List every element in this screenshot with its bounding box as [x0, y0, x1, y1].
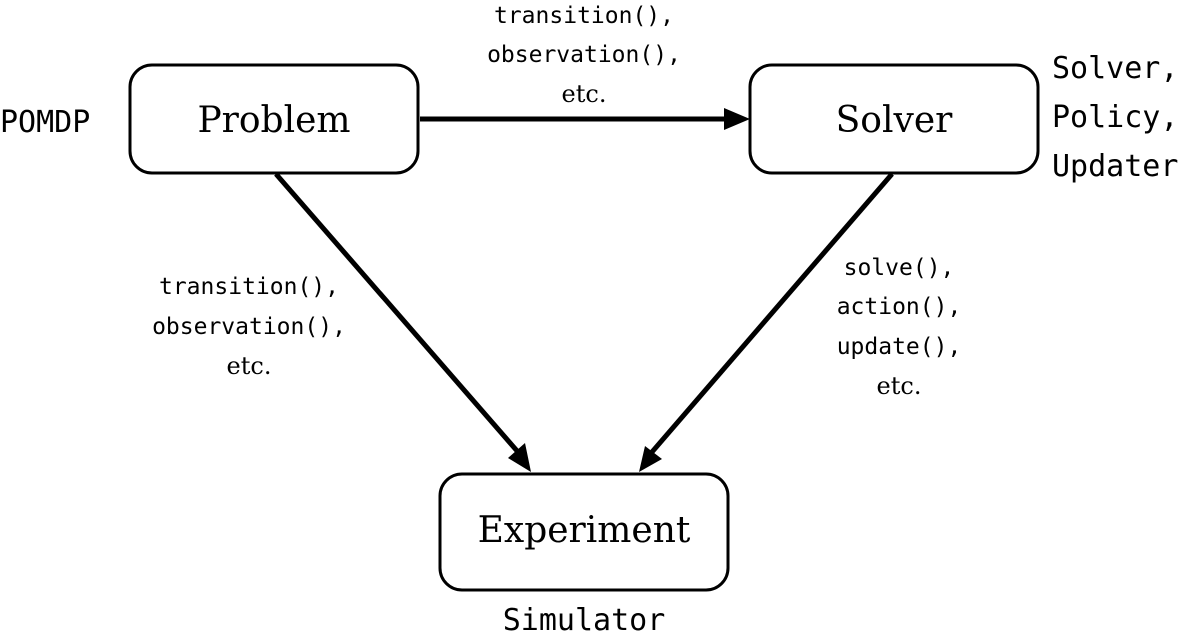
edge-label-problem-to-solver: transition(), observation(), etc. — [487, 3, 681, 108]
edge-label-line: etc. — [877, 372, 922, 400]
edge-label-line: transition(), — [159, 274, 339, 300]
node-label: Solver — [836, 100, 953, 141]
edge-label-solver-to-experiment: solve(), action(), update(), etc. — [837, 255, 962, 400]
solver-side-label-line: Updater — [1052, 149, 1178, 184]
solver-side-label-line: Solver, — [1052, 51, 1178, 86]
edge-line — [274, 172, 520, 454]
arrow-head — [639, 446, 662, 472]
node-experiment: Experiment — [438, 472, 730, 592]
edge-label-problem-to-experiment: transition(), observation(), etc. — [152, 274, 346, 380]
edge-solver-to-experiment — [639, 172, 894, 472]
node-label: Experiment — [478, 510, 691, 551]
edge-problem-to-solver — [420, 108, 750, 130]
edge-label-line: transition(), — [494, 3, 674, 29]
edge-label-line: etc. — [227, 352, 272, 380]
edge-label-line: update(), — [837, 334, 962, 360]
node-box — [748, 63, 1040, 175]
solver-side-label-line: Policy, — [1052, 100, 1178, 135]
node-problem: Problem — [128, 63, 420, 175]
simulator-label: Simulator — [503, 603, 666, 632]
edge-label-line: observation(), — [152, 314, 346, 340]
arrow-head — [508, 443, 531, 472]
solver-side-label: Solver, Policy, Updater — [1052, 51, 1178, 184]
arrow-head — [724, 108, 750, 130]
edge-label-line: action(), — [837, 294, 962, 320]
edge-label-line: solve(), — [844, 255, 955, 281]
node-box — [438, 472, 730, 592]
edge-label-line: observation(), — [487, 42, 681, 68]
pomdp-label: POMDP — [0, 105, 90, 140]
node-label: Problem — [197, 100, 350, 141]
edge-label-line: etc. — [562, 80, 607, 108]
node-solver: Solver — [748, 63, 1040, 175]
edge-line — [650, 172, 894, 454]
edge-problem-to-experiment — [274, 172, 531, 472]
node-box — [128, 63, 420, 175]
